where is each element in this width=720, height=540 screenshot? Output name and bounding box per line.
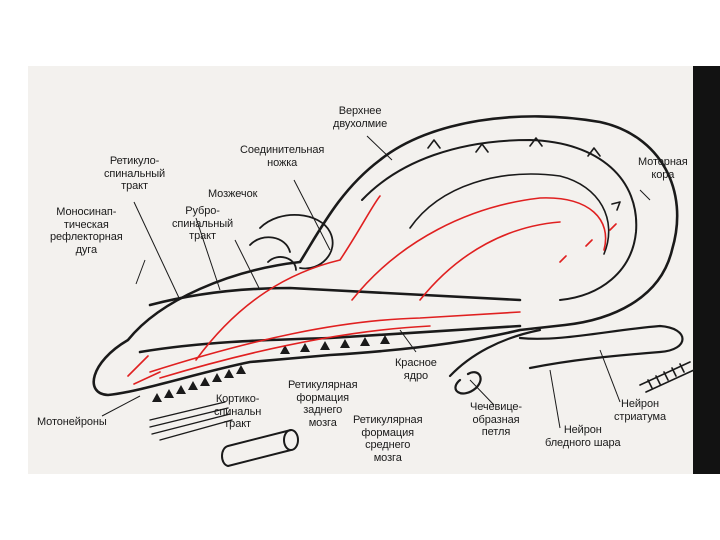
label-corticospinal-tract: Кортико- спинальн тракт [214, 393, 261, 431]
label-motoneurons: Мотонейроны [37, 416, 107, 429]
label-motor-cortex: Моторная кора [638, 156, 688, 181]
label-cerebellum: Мозжечок [208, 188, 257, 201]
label-hindbrain-reticular-formation: Ретикулярная формация заднего мозга [288, 379, 357, 429]
label-pallidum-neuron: Нейрон бледного шара [545, 424, 621, 449]
cerebellum-folds [250, 215, 333, 270]
callosum-arc [410, 174, 609, 254]
label-upper-colliculus: Верхнее двухолмие [333, 105, 387, 130]
label-striatum-neuron: Нейрон стриатума [614, 398, 666, 423]
label-lenticular-loop: Чечевице- образная петля [470, 401, 522, 439]
muscle-cylinder-body [222, 430, 291, 466]
label-red-nucleus: Красное ядро [395, 357, 437, 382]
spinal-cord-lower [140, 326, 520, 352]
label-rubrospinal-tract: Рубро- спинальный тракт [172, 205, 233, 243]
spinal-cord-upper [150, 288, 520, 305]
cortex-inner-arc [362, 140, 636, 300]
label-reticulospinal-tract: Ретикуло- спинальный тракт [104, 155, 165, 193]
label-midbrain-reticular-formation: Ретикулярная формация среднего мозга [353, 414, 422, 464]
label-monosynaptic-arc: Моносинап- тическая рефлекторная дуга [50, 206, 123, 256]
leader-lines [102, 136, 650, 428]
brain-outline [94, 116, 677, 395]
brainstem-hook [455, 372, 480, 393]
label-connecting-peduncle: Соединительная ножка [240, 144, 324, 169]
muscle-spindle [640, 362, 694, 392]
muscle-cylinder-end [284, 430, 298, 450]
horn-lower [520, 326, 683, 368]
brainstem-curve [450, 330, 540, 376]
